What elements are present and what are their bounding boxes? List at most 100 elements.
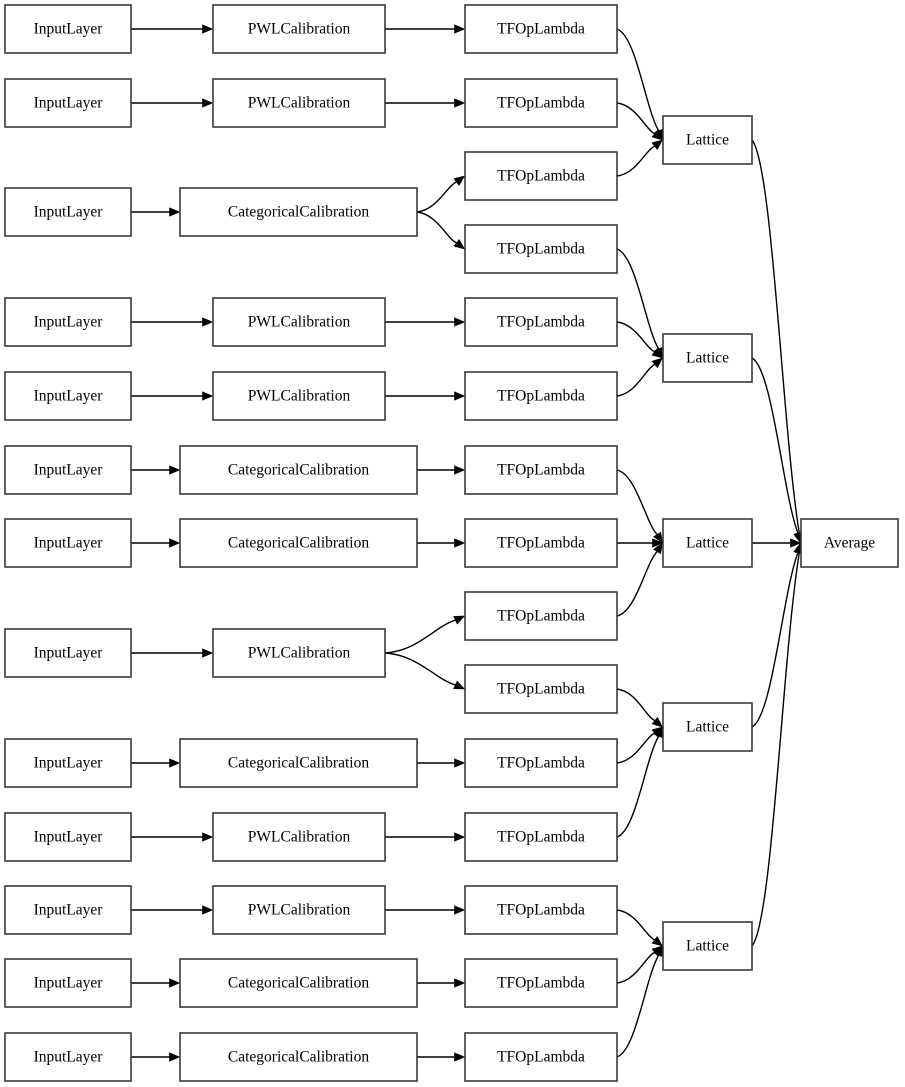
node-box[interactable] (464, 738, 618, 788)
node-box[interactable] (212, 78, 386, 128)
node-tfop-lambda[interactable]: TFOpLambda (464, 812, 618, 862)
node-box[interactable] (179, 187, 418, 237)
node-box[interactable] (4, 4, 132, 54)
node-tfop-lambda[interactable]: TFOpLambda (464, 958, 618, 1008)
node-categorical-calibration[interactable]: CategoricalCalibration (179, 738, 418, 788)
node-pwlcalibration[interactable]: PWLCalibration (212, 628, 386, 678)
node-box[interactable] (464, 371, 618, 421)
arrowhead-icon (651, 139, 664, 151)
node-box[interactable] (212, 885, 386, 935)
node-box[interactable] (464, 4, 618, 54)
node-pwlcalibration[interactable]: PWLCalibration (212, 78, 386, 128)
node-tfop-lambda[interactable]: TFOpLambda (464, 591, 618, 641)
node-box[interactable] (464, 885, 618, 935)
node-categorical-calibration[interactable]: CategoricalCalibration (179, 958, 418, 1008)
node-categorical-calibration[interactable]: CategoricalCalibration (179, 187, 418, 237)
node-box[interactable] (179, 518, 418, 568)
node-box[interactable] (212, 812, 386, 862)
node-box[interactable] (4, 187, 132, 237)
node-box[interactable] (464, 1032, 618, 1082)
node-tfop-lambda[interactable]: TFOpLambda (464, 518, 618, 568)
node-input-layer[interactable]: InputLayer (4, 518, 132, 568)
node-box[interactable] (662, 333, 753, 383)
node-input-layer[interactable]: InputLayer (4, 78, 132, 128)
node-input-layer[interactable]: InputLayer (4, 812, 132, 862)
node-pwlcalibration[interactable]: PWLCalibration (212, 4, 386, 54)
node-input-layer[interactable]: InputLayer (4, 885, 132, 935)
node-box[interactable] (212, 4, 386, 54)
node-input-layer[interactable]: InputLayer (4, 958, 132, 1008)
node-box[interactable] (662, 518, 753, 568)
node-average[interactable]: Average (800, 518, 899, 568)
node-tfop-lambda[interactable]: TFOpLambda (464, 224, 618, 274)
node-lattice[interactable]: Lattice (662, 115, 753, 165)
node-input-layer[interactable]: InputLayer (4, 628, 132, 678)
node-input-layer[interactable]: InputLayer (4, 297, 132, 347)
node-tfop-lambda[interactable]: TFOpLambda (464, 297, 618, 347)
node-box[interactable] (464, 151, 618, 201)
node-box[interactable] (212, 628, 386, 678)
node-label: TFOpLambda (497, 681, 585, 698)
node-categorical-calibration[interactable]: CategoricalCalibration (179, 518, 418, 568)
node-box[interactable] (464, 958, 618, 1008)
node-tfop-lambda[interactable]: TFOpLambda (464, 885, 618, 935)
node-categorical-calibration[interactable]: CategoricalCalibration (179, 1032, 418, 1082)
node-box[interactable] (4, 1032, 132, 1082)
node-tfop-lambda[interactable]: TFOpLambda (464, 664, 618, 714)
node-box[interactable] (464, 518, 618, 568)
node-box[interactable] (4, 371, 132, 421)
node-input-layer[interactable]: InputLayer (4, 445, 132, 495)
node-box[interactable] (464, 78, 618, 128)
node-box[interactable] (4, 445, 132, 495)
node-lattice[interactable]: Lattice (662, 518, 753, 568)
node-box[interactable] (464, 224, 618, 274)
node-tfop-lambda[interactable]: TFOpLambda (464, 738, 618, 788)
node-input-layer[interactable]: InputLayer (4, 4, 132, 54)
node-box[interactable] (179, 738, 418, 788)
node-box[interactable] (464, 664, 618, 714)
node-input-layer[interactable]: InputLayer (4, 371, 132, 421)
node-box[interactable] (464, 591, 618, 641)
edge-tfop-lambda-to-lattice (616, 321, 664, 359)
node-pwlcalibration[interactable]: PWLCalibration (212, 371, 386, 421)
node-tfop-lambda[interactable]: TFOpLambda (464, 151, 618, 201)
node-box[interactable] (212, 297, 386, 347)
node-input-layer[interactable]: InputLayer (4, 187, 132, 237)
node-label: Lattice (686, 132, 729, 149)
node-tfop-lambda[interactable]: TFOpLambda (464, 445, 618, 495)
node-box[interactable] (179, 958, 418, 1008)
node-box[interactable] (4, 885, 132, 935)
node-box[interactable] (464, 297, 618, 347)
edge-line (751, 357, 799, 534)
node-input-layer[interactable]: InputLayer (4, 1032, 132, 1082)
node-categorical-calibration[interactable]: CategoricalCalibration (179, 445, 418, 495)
node-box[interactable] (4, 738, 132, 788)
node-box[interactable] (4, 518, 132, 568)
node-box[interactable] (464, 812, 618, 862)
node-lattice[interactable]: Lattice (662, 333, 753, 383)
node-lattice[interactable]: Lattice (662, 921, 753, 971)
node-pwlcalibration[interactable]: PWLCalibration (212, 812, 386, 862)
node-box[interactable] (662, 115, 753, 165)
node-box[interactable] (662, 921, 753, 971)
node-box[interactable] (4, 628, 132, 678)
node-box[interactable] (179, 1032, 418, 1082)
node-box[interactable] (662, 702, 753, 752)
node-box[interactable] (4, 78, 132, 128)
node-pwlcalibration[interactable]: PWLCalibration (212, 885, 386, 935)
node-box[interactable] (179, 445, 418, 495)
node-box[interactable] (800, 518, 899, 568)
node-input-layer[interactable]: InputLayer (4, 738, 132, 788)
node-lattice[interactable]: Lattice (662, 702, 753, 752)
node-box[interactable] (4, 958, 132, 1008)
node-pwlcalibration[interactable]: PWLCalibration (212, 297, 386, 347)
node-box[interactable] (464, 445, 618, 495)
node-tfop-lambda[interactable]: TFOpLambda (464, 4, 618, 54)
node-tfop-lambda[interactable]: TFOpLambda (464, 78, 618, 128)
node-box[interactable] (4, 812, 132, 862)
node-tfop-lambda[interactable]: TFOpLambda (464, 371, 618, 421)
node-box[interactable] (212, 371, 386, 421)
node-box[interactable] (4, 297, 132, 347)
node-tfop-lambda[interactable]: TFOpLambda (464, 1032, 618, 1082)
edge-lattice-to-average (751, 542, 804, 947)
